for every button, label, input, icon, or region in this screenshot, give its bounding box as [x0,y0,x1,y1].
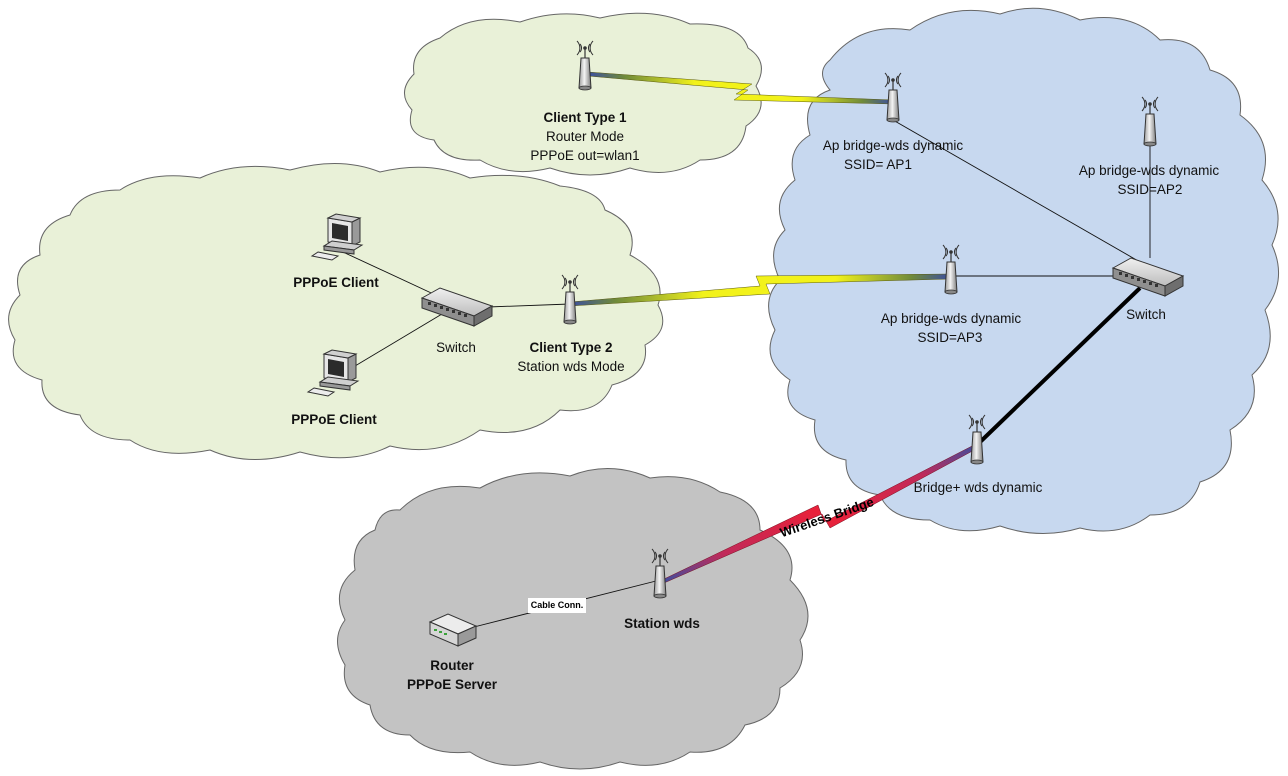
station-wds-label: Station wds [624,616,700,631]
pppoe-client-1-label: PPPoE Client [293,275,379,290]
ap3-mode: Ap bridge-wds dynamic [880,311,1022,326]
green-cloud-top [404,12,762,176]
client2-mode: Station wds Mode [517,359,625,374]
cable-switch-pc2 [344,313,443,373]
green-cloud-left [8,163,664,460]
client1-pppoe: PPPoE out=wlan1 [530,148,640,163]
ap1-ssid: SSID= AP1 [844,157,912,172]
bridge-mode-label: Bridge+ wds dynamic [913,480,1043,495]
switch-left-label: Switch [436,340,476,355]
router-title: Router [430,658,474,673]
cable-ap1-switch [892,119,1141,263]
router-icon [428,613,478,647]
ap2-ssid: SSID=AP2 [1117,182,1183,197]
ap1-mode: Ap bridge-wds dynamic [822,138,964,153]
router-sub: PPPoE Server [406,677,498,692]
gray-cloud [337,468,809,770]
client2-title: Client Type 2 [529,340,613,355]
client1-title: Client Type 1 [543,110,627,125]
cable-switch-bridge [976,286,1142,446]
switch-right-label: Switch [1126,307,1166,322]
cable-switch-client2 [487,303,571,308]
ap2-mode: Ap bridge-wds dynamic [1078,163,1220,178]
cable-conn-label: Cable Conn. [528,598,586,613]
ap3-ssid: SSID=AP3 [917,330,983,345]
blue-cloud [768,7,1280,534]
pppoe-client-2-label: PPPoE Client [291,412,377,427]
client1-mode: Router Mode [545,129,625,144]
cable-switch-pc1 [329,245,443,299]
